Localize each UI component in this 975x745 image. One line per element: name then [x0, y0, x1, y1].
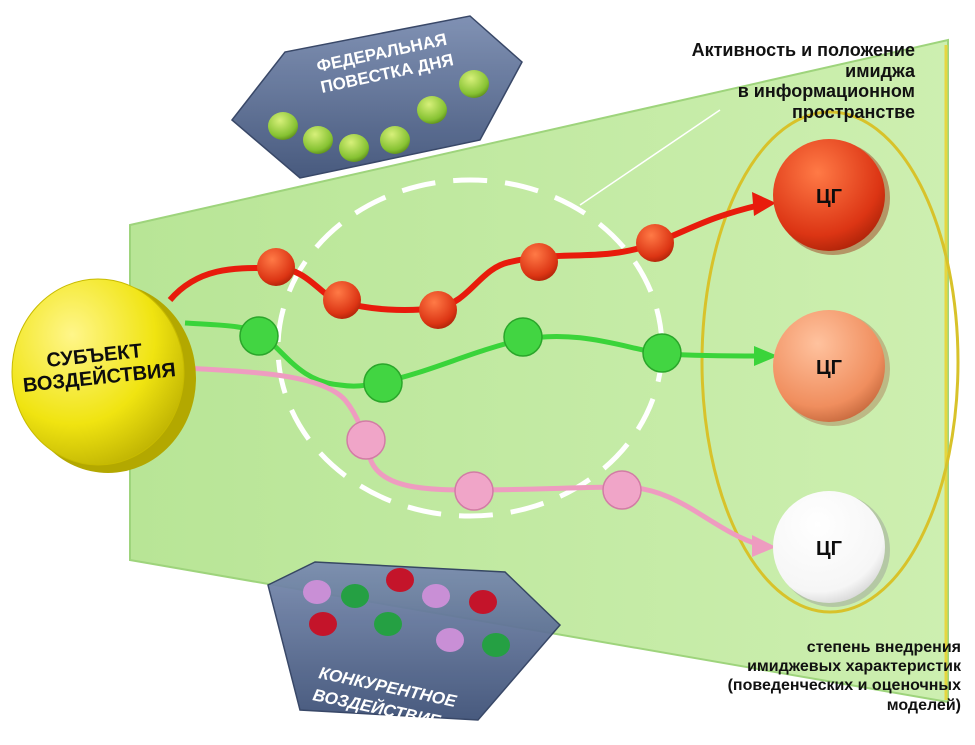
implementation-degree-line4: моделей)	[886, 696, 961, 714]
competing-ball	[436, 628, 464, 652]
pink-nodes	[346, 420, 642, 511]
green-arrowhead	[754, 346, 778, 366]
federal-agenda-block: ФЕДЕРАЛЬНАЯ ПОВЕСТКА ДНЯ	[230, 15, 523, 179]
pink-node	[454, 471, 494, 511]
annotation-pointer-line	[579, 109, 721, 206]
green-node	[503, 317, 543, 357]
competing-balls	[303, 568, 510, 657]
federal-agenda-balls	[268, 70, 489, 162]
red-node	[323, 281, 361, 319]
target-orange-label: ЦГ	[816, 357, 842, 379]
implementation-degree-line2: имиджевых характеристик	[747, 658, 961, 676]
target-orange: ЦГ	[773, 310, 890, 426]
pink-node	[602, 470, 642, 510]
red-node	[419, 291, 457, 329]
competing-ball	[303, 580, 331, 604]
implementation-degree-line3: (поведенческих и оценочных	[727, 677, 961, 695]
competing-influence-block: КОНКУРЕНТНОЕ ВОЗДЕЙСТВИЕ	[267, 561, 562, 731]
green-node	[642, 333, 682, 373]
green-node	[363, 363, 403, 403]
agenda-ball	[339, 134, 369, 162]
target-red-circle	[773, 139, 885, 251]
image-activity-annotation: Активность и положение имиджа в информац…	[595, 40, 915, 123]
agenda-ball	[380, 126, 410, 154]
red-node	[636, 224, 674, 262]
agenda-ball	[303, 126, 333, 154]
pink-arrowhead	[752, 535, 776, 557]
subject-coin: СУБЪЕКТ ВОЗДЕЙСТВИЯ	[11, 278, 196, 473]
competing-ball	[341, 584, 369, 608]
target-white-label: ЦГ	[816, 538, 842, 560]
image-activity-line3: в информационном	[737, 81, 915, 102]
competing-ball	[469, 590, 497, 614]
pink-path	[187, 365, 761, 548]
competing-ball	[309, 612, 337, 636]
target-red: ЦГ	[773, 139, 890, 255]
competing-ball	[422, 584, 450, 608]
red-node	[520, 243, 558, 281]
pink-node	[346, 420, 386, 460]
image-activity-line4: пространстве	[792, 102, 915, 123]
target-red-label: ЦГ	[816, 186, 842, 208]
competing-ball	[374, 612, 402, 636]
target-white: ЦГ	[773, 491, 890, 607]
image-activity-line1: Активность и положение	[691, 40, 915, 60]
agenda-ball	[268, 112, 298, 140]
red-arrowhead	[752, 192, 776, 216]
agenda-ball	[459, 70, 489, 98]
green-node	[239, 316, 279, 356]
red-nodes	[257, 224, 674, 329]
red-node	[257, 248, 295, 286]
competing-ball	[482, 633, 510, 657]
implementation-degree-line1: степень внедрения	[806, 639, 961, 656]
target-orange-circle	[773, 310, 885, 422]
target-white-circle	[773, 491, 885, 603]
green-nodes	[239, 316, 682, 403]
implementation-degree-annotation: степень внедрения имиджевых характеристи…	[681, 638, 961, 715]
subject-coin-face	[11, 278, 185, 466]
image-activity-line2: имиджа	[845, 60, 915, 81]
targets-ellipse	[700, 110, 960, 614]
competing-ball	[386, 568, 414, 592]
agenda-ball	[417, 96, 447, 124]
